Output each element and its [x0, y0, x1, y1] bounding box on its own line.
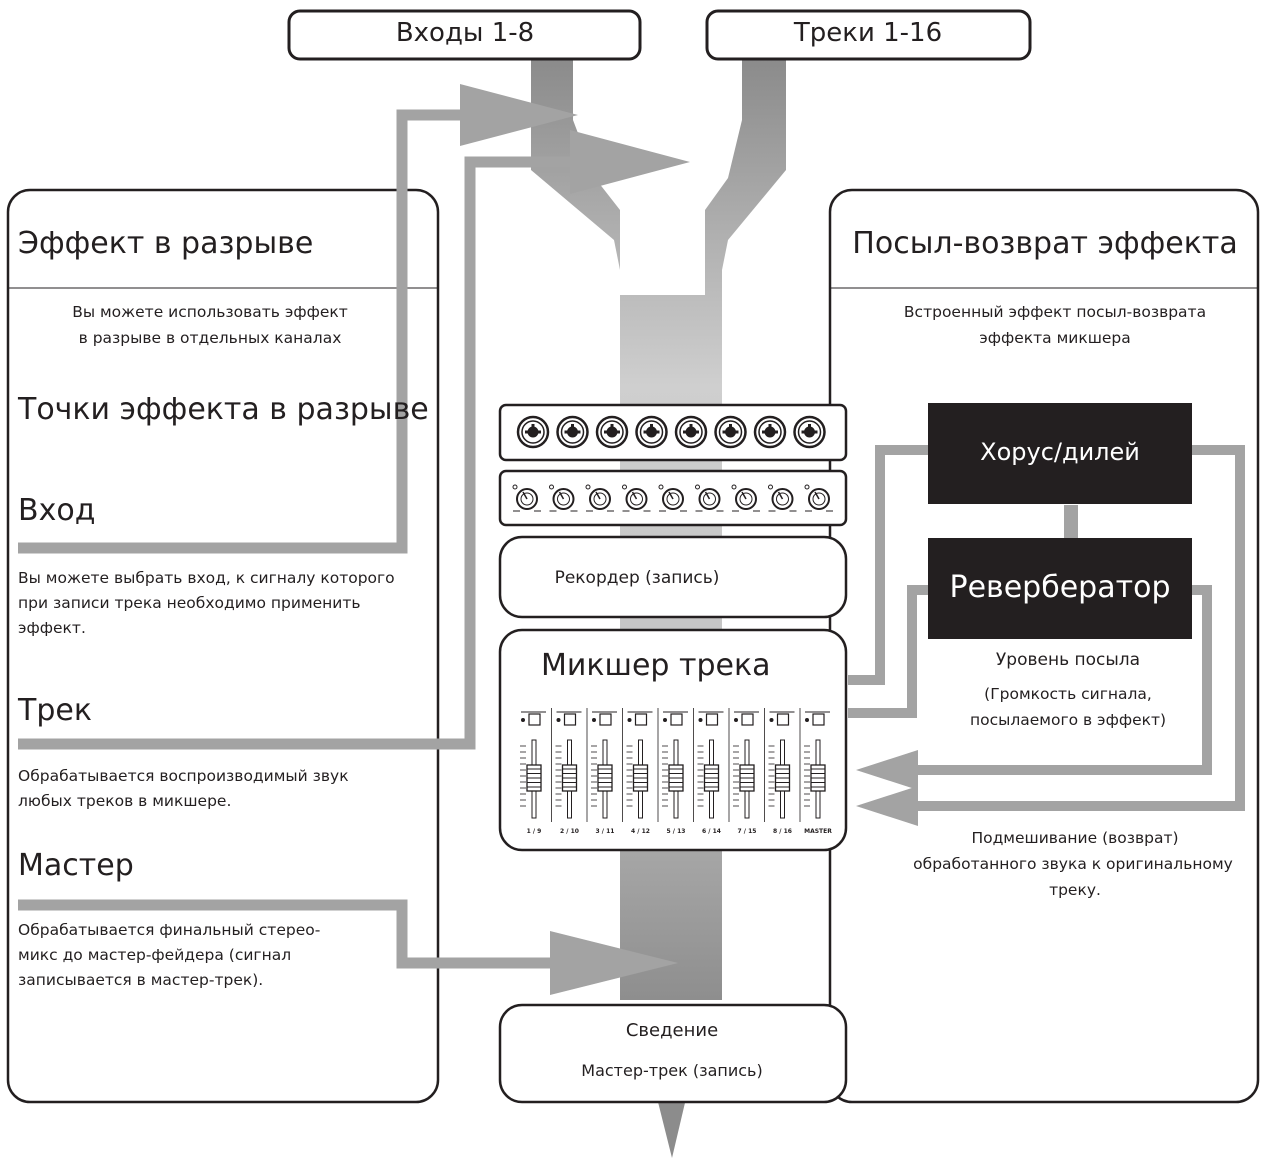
tracks-box [705, 9, 1032, 61]
right-panel-title: Посыл-возврат эффекта [852, 226, 1238, 261]
right-panel-desc-1: Встроенный эффект посыл-возврата [903, 303, 1207, 321]
left-panel-title: Эффект в разрыве [18, 226, 314, 261]
return-text-1: Подмешивание (возврат) [971, 829, 1179, 847]
track-text-1: Обрабатывается воспроизводимый звук [18, 767, 349, 785]
gain-knob-icon [549, 484, 578, 512]
chorus-send-line [848, 445, 930, 685]
channel-label: 2 / 10 [560, 828, 579, 835]
tracks-label: Треки 1-16 [793, 18, 943, 48]
gain-knob-icon [585, 484, 614, 512]
channel-fader [520, 711, 546, 819]
track-insert-line [18, 156, 585, 750]
channel-label: 5 / 13 [666, 828, 686, 835]
master-text-2: микс до мастер-фейдера (сигнал [18, 946, 292, 964]
gain-knob-icon [695, 484, 724, 512]
chorus-delay-block [928, 403, 1192, 504]
master-text-1: Обрабатывается финальный стерео- [18, 921, 321, 939]
master-insert-arrowhead [550, 931, 678, 995]
input-text-1: Вы можете выбрать вход, к сигналу которо… [18, 569, 395, 587]
chorus-return-line [900, 445, 1245, 811]
channel-fader [728, 708, 759, 822]
track-text-2: любых треков в микшере. [18, 792, 232, 810]
channel-label: MASTER [804, 828, 832, 835]
channel-label: 1 / 9 [526, 828, 542, 835]
channel-label: 6 / 14 [702, 828, 721, 835]
left-panel-desc-2: в разрыве в отдельных каналах [78, 329, 342, 347]
reverb-return-arrowhead [856, 750, 918, 790]
master-heading: Мастер [18, 848, 134, 883]
channel-label: 4 / 12 [631, 828, 650, 835]
input-text-3: эффект. [18, 619, 86, 637]
gain-knob-icon [658, 484, 687, 512]
track-insert-arrowhead [570, 130, 690, 194]
xlr-jack-icon [635, 415, 668, 449]
channel-label: 8 / 16 [773, 828, 792, 835]
input-jack-strip [498, 403, 848, 462]
gain-knobs [512, 484, 833, 512]
inputs-box [287, 9, 642, 61]
xlr-jack-icon [516, 415, 550, 449]
channel-fader [657, 708, 688, 822]
right-panel-desc-2: эффекта микшера [979, 329, 1131, 347]
mixdown-label: Сведение [625, 1020, 719, 1041]
mixer-faders [520, 708, 830, 822]
channel-label: 7 / 15 [737, 828, 757, 835]
input-text-2: при записи трека необходимо применить [18, 594, 361, 612]
gain-knob-icon [768, 484, 797, 512]
channel-label: 3 / 11 [595, 828, 615, 835]
gain-knob-icon [512, 484, 541, 512]
xlr-jack-icon [793, 415, 826, 449]
xlr-jack-icon [714, 415, 747, 449]
chorus-return-arrowhead [856, 786, 918, 826]
input-jacks [516, 415, 826, 449]
send-level-note-2: посылаемого в эффект) [969, 711, 1167, 729]
channel-fader [799, 708, 830, 822]
reverb-return-line [900, 585, 1212, 775]
track-mixer-label: Микшер трека [541, 648, 771, 683]
input-insert-arrowhead [460, 84, 578, 146]
xlr-jack-icon [556, 415, 589, 449]
left-panel-frame [6, 188, 440, 1104]
recorder-label: Рекордер (запись) [554, 568, 720, 588]
return-text-2: обработанного звука к оригинальному [913, 855, 1233, 873]
master-track-label: Мастер-трек (запись) [581, 1061, 763, 1080]
gain-knob-icon [731, 484, 760, 512]
chorus-delay-label: Хорус/дилей [980, 438, 1140, 466]
merge-arrowhead [647, 175, 688, 205]
input-heading: Вход [18, 493, 96, 528]
main-signal-flow [531, 55, 786, 1000]
xlr-jack-icon [674, 415, 708, 449]
mixdown-box [498, 1003, 848, 1104]
gain-knob-icon [804, 484, 833, 512]
xlr-jack-icon [595, 415, 629, 449]
output-arrow [655, 1090, 688, 1158]
recorder-box [498, 535, 848, 619]
reverb-block [928, 538, 1192, 639]
inputs-label: Входы 1-8 [395, 18, 535, 48]
track-heading: Трек [18, 693, 92, 728]
channel-fader [586, 708, 617, 822]
left-panel-subtitle: Точки эффекта в разрыве [18, 392, 429, 427]
send-level-label: Уровень посыла [995, 650, 1141, 670]
channel-fader [693, 708, 724, 822]
channel-fader [764, 708, 795, 822]
gain-knob-icon [622, 484, 651, 512]
left-panel-desc-1: Вы можете использовать эффект [72, 303, 348, 321]
xlr-jack-icon [753, 415, 787, 449]
master-text-3: записывается в мастер-трек). [18, 971, 264, 989]
send-level-note-1: (Громкость сигнала, [984, 685, 1152, 703]
track-mixer-box [498, 628, 848, 852]
return-text-3: треку. [1049, 881, 1101, 899]
channel-fader [622, 708, 653, 822]
master-insert-line [18, 899, 560, 969]
channel-fader [551, 708, 582, 822]
reverb-send-line [848, 585, 930, 718]
reverb-label: Ревербератор [949, 570, 1171, 605]
